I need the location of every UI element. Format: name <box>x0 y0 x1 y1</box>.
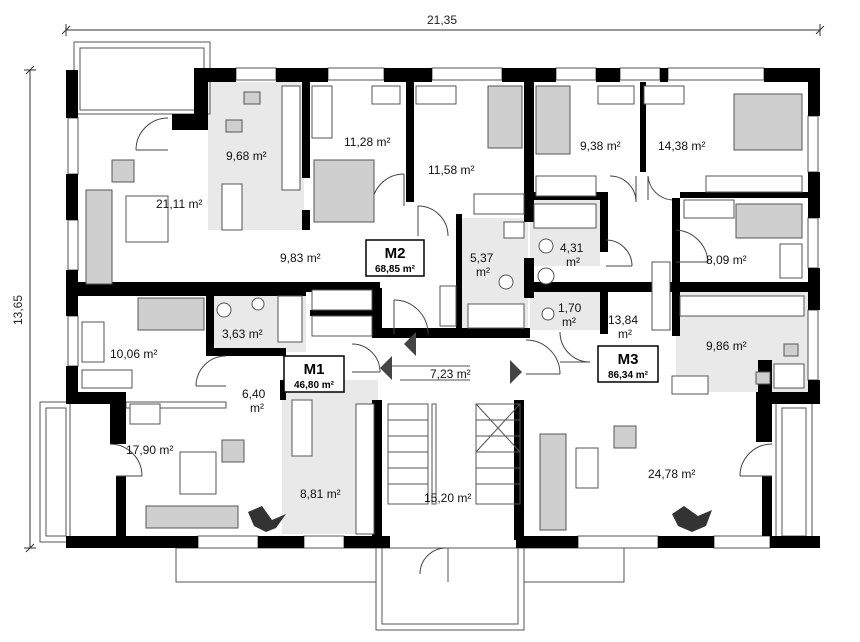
bathtub-icon <box>533 203 597 229</box>
bed-icon <box>137 297 205 331</box>
room-area-label: 5,37 <box>470 251 494 265</box>
bed-icon <box>487 85 523 149</box>
apartment-name: M1 <box>304 361 325 378</box>
room-area-label: 8,09 m² <box>706 253 747 267</box>
height-dimension <box>24 65 36 553</box>
room-labels: 9,68 m² 11,28 m² 11,58 m² 9,38 m² 14,38 … <box>110 135 747 505</box>
room-area-label: m² <box>476 265 490 279</box>
height-dimension-label: 13,65 <box>11 295 25 325</box>
apartment-name: M3 <box>618 351 639 368</box>
toilet-icon <box>537 267 555 285</box>
room-area-label: 9,38 m² <box>580 139 621 153</box>
armchair-icon <box>613 425 637 449</box>
hall-arrows <box>380 332 522 384</box>
room-area-label: 14,38 m² <box>658 139 705 153</box>
room-area-label: 11,58 m² <box>428 163 474 177</box>
sink-icon <box>538 238 554 254</box>
bed-icon <box>535 85 571 155</box>
room-area-label: m² <box>250 401 264 415</box>
room-area-label: 11,28 m² <box>344 135 390 149</box>
room-area-label: 15,20 m² <box>424 491 471 505</box>
room-area-label: 1,70 <box>558 301 582 315</box>
room-area-label: m² <box>618 327 632 341</box>
sofa-icon <box>85 189 113 285</box>
sofa-icon <box>539 433 567 531</box>
toilet-icon <box>498 274 514 290</box>
apartment-m2-label: M2 68,85 m² <box>365 239 425 277</box>
walls <box>66 68 820 548</box>
sink-icon <box>251 297 265 311</box>
apartment-area: 68,85 m² <box>375 264 416 275</box>
room-area-label: m² <box>562 315 576 329</box>
room-area-label: 7,23 m² <box>430 367 471 381</box>
staircase <box>387 365 521 505</box>
bed-icon <box>735 203 803 239</box>
bed-icon <box>313 159 375 223</box>
room-area-label: 17,90 m² <box>126 443 173 457</box>
apartment-m1-label: M1 46,80 m² <box>283 355 345 393</box>
room-area-label: 4,31 <box>560 241 584 255</box>
windows <box>67 67 819 549</box>
apartment-area: 46,80 m² <box>294 380 335 391</box>
armchair-icon <box>111 159 135 183</box>
apartment-name: M2 <box>385 245 406 262</box>
bathtub-icon <box>277 295 303 343</box>
room-area-label: 3,63 m² <box>222 327 263 341</box>
room-area-label: 10,06 m² <box>110 347 157 361</box>
toilet-icon <box>541 307 555 321</box>
width-dimension-label: 21,35 <box>427 13 457 27</box>
room-area-label: 24,78 m² <box>648 467 695 481</box>
apartment-area: 86,34 m² <box>608 370 649 381</box>
apartment-m3-label: M3 86,34 m² <box>597 345 659 383</box>
width-dimension <box>61 24 825 36</box>
room-area-label: m² <box>566 255 580 269</box>
room-area-label: 6,40 <box>242 387 266 401</box>
armchair-icon <box>221 439 245 463</box>
door-swings <box>109 117 773 575</box>
room-area-label: 9,83 m² <box>280 251 321 265</box>
sofa-icon <box>145 505 239 529</box>
furniture <box>81 85 805 535</box>
plant-icon <box>248 506 712 532</box>
room-area-label: 13,84 <box>608 313 638 327</box>
room-area-label: 9,86 m² <box>706 339 747 353</box>
room-area-label: 8,81 m² <box>300 487 341 501</box>
bathtub-icon <box>467 303 525 329</box>
room-area-label: 9,68 m² <box>226 149 267 163</box>
bed-icon <box>733 93 803 151</box>
toilet-icon <box>216 302 232 318</box>
room-area-label: 21,11 m² <box>156 197 202 211</box>
